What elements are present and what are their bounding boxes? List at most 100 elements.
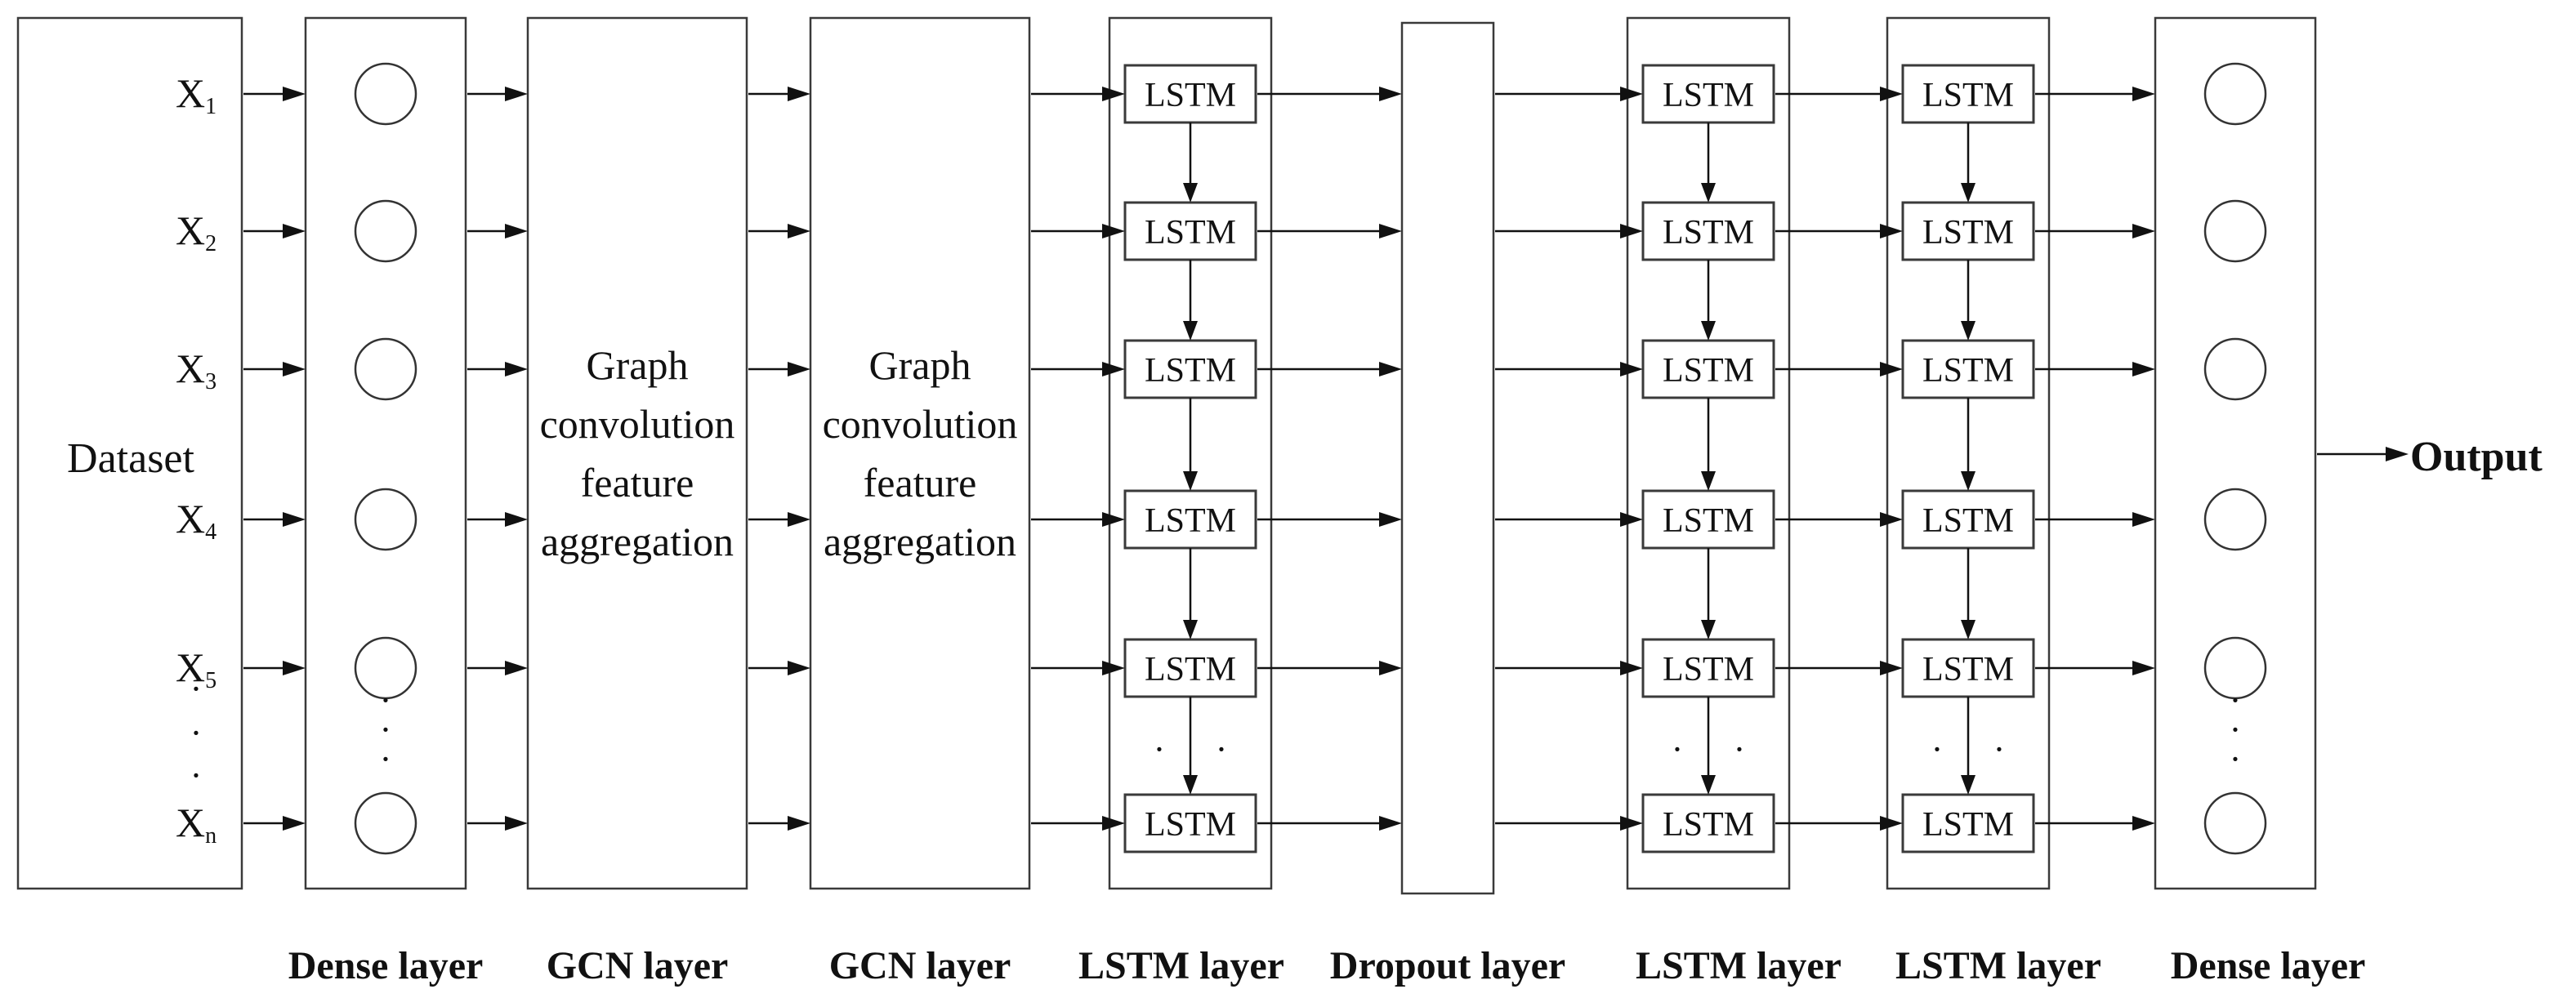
lstm-3-cells: LSTM LSTM LSTM LSTM LSTM LSTM · · bbox=[1901, 64, 2035, 853]
lstm-cell: LSTM bbox=[1641, 638, 1775, 698]
lstm-cell: LSTM bbox=[1123, 638, 1257, 698]
lstm-chain-arrow bbox=[1183, 260, 1198, 341]
lstm-cell-label: LSTM bbox=[1922, 502, 2014, 540]
lstm-cell-label: LSTM bbox=[1145, 77, 1236, 114]
lstm-chain-arrow bbox=[1701, 697, 1716, 795]
input-label-subscript: 1 bbox=[205, 94, 217, 119]
gcn-layer-2-box bbox=[809, 16, 1031, 890]
flow-arrow-lstm2-to-lstm3 bbox=[1775, 87, 1903, 101]
lstm-cell: LSTM bbox=[1901, 201, 2035, 261]
dense-2-neuron bbox=[2203, 488, 2267, 551]
flow-arrow-lstm3-to-dense2 bbox=[2035, 224, 2155, 238]
lstm-cell: LSTM bbox=[1901, 638, 2035, 698]
lstm-cell: LSTM bbox=[1123, 339, 1257, 399]
lstm-chain-arrow bbox=[1183, 548, 1198, 639]
flow-arrow-dataset-to-dense1 bbox=[243, 512, 306, 527]
gcn-1-caption-line: Graph bbox=[587, 342, 689, 388]
flow-arrow-dense1-to-gcn1 bbox=[467, 512, 528, 527]
dense-1-neuron bbox=[354, 488, 417, 551]
input-label-2: X2 bbox=[176, 207, 217, 256]
lstm-cell-label: LSTM bbox=[1922, 352, 2014, 390]
dense-2-neuron bbox=[2203, 62, 2267, 126]
dense-layer-1-box bbox=[304, 16, 467, 890]
lstm-cell-label: LSTM bbox=[1922, 214, 2014, 252]
lstm-cell: LSTM bbox=[1123, 489, 1257, 550]
flow-arrow-dataset-to-dense1 bbox=[243, 816, 306, 831]
flow-arrow-gcn1-to-gcn2 bbox=[748, 816, 810, 831]
input-label-subscript: 5 bbox=[205, 668, 217, 693]
lstm-chain-arrow bbox=[1183, 697, 1198, 795]
flow-arrow-dataset-to-dense1 bbox=[243, 362, 306, 377]
lstm-cell-label: LSTM bbox=[1663, 77, 1754, 114]
flow-arrow-lstm1-to-dropout bbox=[1257, 816, 1402, 831]
flow-arrow-lstm2-to-lstm3 bbox=[1775, 224, 1903, 238]
output-label: Output bbox=[2410, 434, 2543, 480]
flow-arrow-gcn2-to-lstm1 bbox=[1031, 87, 1125, 101]
flow-arrow-dataset-to-dense1 bbox=[243, 87, 306, 101]
flow-arrow-dropout-to-lstm2 bbox=[1495, 816, 1643, 831]
lstm-cell: LSTM bbox=[1123, 64, 1257, 124]
flow-arrow-gcn2-to-lstm1 bbox=[1031, 224, 1125, 238]
gcn-2-caption-line: feature bbox=[864, 460, 977, 506]
ellipsis-dot: · bbox=[380, 710, 392, 750]
lstm-cell-label: LSTM bbox=[1663, 651, 1754, 688]
flow-arrow-gcn2-to-lstm1 bbox=[1031, 816, 1125, 831]
flow-arrow-dropout-to-lstm2 bbox=[1495, 87, 1643, 101]
flow-arrow-gcn1-to-gcn2 bbox=[748, 362, 810, 377]
flow-arrow-lstm1-to-dropout bbox=[1257, 661, 1402, 675]
lstm-chain-arrow bbox=[1701, 398, 1716, 491]
flow-arrow-lstm2-to-lstm3 bbox=[1775, 512, 1903, 527]
lstm-cell: LSTM bbox=[1641, 489, 1775, 550]
lstm-cell-label: LSTM bbox=[1145, 651, 1236, 688]
input-label-subscript: 4 bbox=[205, 519, 217, 545]
flow-arrow-dataset-to-dense1 bbox=[243, 224, 306, 238]
lstm-chain-arrow bbox=[1961, 398, 1976, 491]
lstm-cell: LSTM bbox=[1901, 793, 2035, 853]
lstm-cell-label: LSTM bbox=[1922, 77, 2014, 114]
layer-caption: LSTM layer bbox=[1895, 944, 2101, 987]
layer-caption: LSTM layer bbox=[1078, 944, 1284, 987]
input-label-5: X5 bbox=[176, 644, 217, 693]
input-label-subscript: n bbox=[205, 823, 217, 849]
flow-arrow-gcn1-to-gcn2 bbox=[748, 224, 810, 238]
lstm-cell: LSTM bbox=[1123, 201, 1257, 261]
flow-arrow-lstm3-to-dense2 bbox=[2035, 816, 2155, 831]
input-label-1: X1 bbox=[176, 70, 217, 119]
layer-caption: GCN layer bbox=[547, 944, 729, 987]
dense-2-neurons: ··· bbox=[2203, 62, 2267, 855]
flow-arrow-gcn1-to-gcn2 bbox=[748, 512, 810, 527]
flow-arrow-lstm3-to-dense2 bbox=[2035, 661, 2155, 675]
lstm-cell: LSTM bbox=[1641, 339, 1775, 399]
input-label-subscript: 3 bbox=[205, 369, 217, 394]
dataset-ellipsis: ··· bbox=[190, 669, 203, 795]
ellipsis-dot: · bbox=[190, 669, 203, 709]
lstm-chain-arrow bbox=[1961, 123, 1976, 203]
lstm-cell: LSTM bbox=[1901, 339, 2035, 399]
lstm-chain-arrow bbox=[1701, 260, 1716, 341]
flow-arrow-dropout-to-lstm2 bbox=[1495, 224, 1643, 238]
dense-1-neuron bbox=[354, 62, 417, 126]
layer-caption: GCN layer bbox=[829, 944, 1011, 987]
dense-1-neurons: ··· bbox=[354, 62, 417, 855]
lstm-cell-label: LSTM bbox=[1663, 806, 1754, 844]
flow-arrow-dropout-to-lstm2 bbox=[1495, 661, 1643, 675]
dense-1-neuron bbox=[354, 199, 417, 263]
lstm-cell-label: LSTM bbox=[1145, 502, 1236, 540]
ellipsis-dot: · bbox=[1931, 729, 1944, 769]
ellipsis-dot: · bbox=[2230, 680, 2242, 720]
flow-arrow-gcn2-to-lstm1 bbox=[1031, 362, 1125, 377]
lstm-chain-arrow bbox=[1961, 260, 1976, 341]
flow-arrow-dense1-to-gcn1 bbox=[467, 816, 528, 831]
flow-arrow-dense1-to-gcn1 bbox=[467, 224, 528, 238]
flow-arrow-gcn1-to-gcn2 bbox=[748, 661, 810, 675]
ellipsis-dot: · bbox=[2230, 710, 2242, 750]
ellipsis-dot: · bbox=[1993, 729, 2006, 769]
flow-arrow-gcn1-to-gcn2 bbox=[748, 87, 810, 101]
layer-caption: Dense layer bbox=[288, 944, 484, 987]
flow-arrow-dense1-to-gcn1 bbox=[467, 87, 528, 101]
